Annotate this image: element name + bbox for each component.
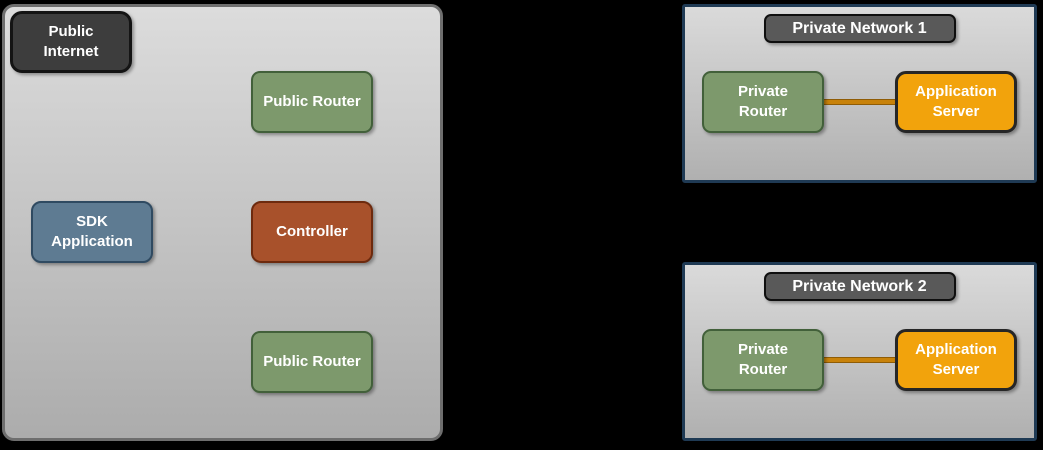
node-sdk-application-label: SDK Application [51,213,133,250]
node-sdk-application: SDK Application [31,201,153,263]
node-application-server-2: Application Server [895,329,1017,391]
router-server-connector-1 [823,99,896,105]
private-network-2-title-badge: Private Network 2 [763,272,956,301]
node-controller-label: Controller [276,223,348,240]
node-public-router-bottom-label: Public Router [263,353,361,370]
node-private-router-1-label: Private Router [737,83,789,120]
node-public-router-bottom: Public Router [251,331,373,393]
node-public-router-top: Public Router [251,71,373,133]
private-network-1-title: Private Network 1 [792,19,927,37]
router-server-connector-2 [823,357,896,363]
private-network-1-title-badge: Private Network 1 [763,14,956,43]
node-public-internet: Public Internet [10,11,132,73]
node-public-internet-label: Public Internet [43,23,99,60]
node-private-router-1: Private Router [702,71,824,133]
node-controller: Controller [251,201,373,263]
private-network-1-zone: Private Network 1 Private Router Applica… [682,4,1037,183]
private-network-2-title: Private Network 2 [792,277,927,295]
private-network-2-zone: Private Network 2 Private Router Applica… [682,262,1037,441]
node-application-server-2-label: Application Server [915,341,997,378]
node-private-router-2: Private Router [702,329,824,391]
node-private-router-2-label: Private Router [737,341,789,378]
node-public-router-top-label: Public Router [263,93,361,110]
node-application-server-1-label: Application Server [915,83,997,120]
public-zone: Public Internet Public Router SDK Applic… [2,4,443,441]
node-application-server-1: Application Server [895,71,1017,133]
